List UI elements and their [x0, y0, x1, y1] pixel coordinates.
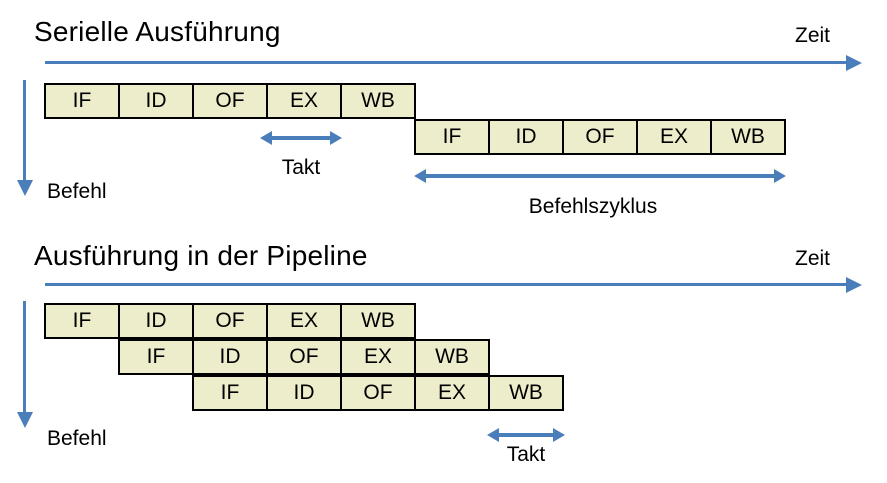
time-axis-arrow-pipeline [45, 283, 846, 286]
stage-cell: EX [266, 303, 342, 339]
clock-span-arrow-serial [271, 136, 331, 140]
stage-cell: EX [414, 375, 490, 411]
clock-period-label-pipeline: Takt [506, 443, 546, 466]
stage-cell: ID [266, 375, 342, 411]
stage-cell: WB [340, 83, 416, 119]
stage-cell: OF [340, 375, 416, 411]
stage-cell: WB [414, 339, 490, 375]
stage-cell: OF [192, 303, 268, 339]
time-axis-label-serial: Zeit [795, 24, 831, 47]
instruction-axis-arrowhead-icon [17, 412, 33, 428]
stage-cell: ID [192, 339, 268, 375]
stage-cell: ID [118, 303, 194, 339]
stage-cell: IF [192, 375, 268, 411]
clock-span-arrow-pipeline [498, 433, 554, 437]
pipeline-instruction-row-3: IF ID OF EX WB [192, 375, 564, 411]
stage-cell: IF [44, 303, 120, 339]
stage-cell: OF [266, 339, 342, 375]
time-axis-arrowhead-icon [846, 277, 862, 293]
stage-cell: IF [118, 339, 194, 375]
cycle-span-arrow [425, 174, 775, 178]
pipeline-instruction-row-1: IF ID OF EX WB [44, 303, 416, 339]
stage-cell: ID [118, 83, 194, 119]
serial-instruction-row-2: IF ID OF EX WB [414, 119, 786, 155]
instruction-axis-label-pipeline: Befehl [47, 427, 107, 450]
pipeline-instruction-row-2: IF ID OF EX WB [118, 339, 490, 375]
stage-cell: EX [636, 119, 712, 155]
time-axis-arrow-serial [45, 61, 846, 64]
stage-cell: EX [340, 339, 416, 375]
instruction-axis-arrow-serial [23, 80, 26, 180]
instruction-axis-arrow-pipeline [23, 301, 26, 412]
instruction-axis-arrowhead-icon [17, 180, 33, 196]
time-axis-arrowhead-icon [846, 55, 862, 71]
stage-cell: EX [266, 83, 342, 119]
stage-cell: WB [488, 375, 564, 411]
clock-span-left-arrowhead-icon [260, 131, 272, 145]
stage-cell: IF [44, 83, 120, 119]
instruction-axis-label-serial: Befehl [47, 180, 107, 203]
stage-cell: IF [414, 119, 490, 155]
serial-instruction-row-1: IF ID OF EX WB [44, 83, 416, 119]
section-title-pipeline: Ausführung in der Pipeline [34, 240, 368, 271]
instruction-cycle-label: Befehlszyklus [528, 195, 658, 218]
stage-cell: WB [710, 119, 786, 155]
clock-span-left-arrowhead-icon [487, 428, 499, 442]
cycle-span-left-arrowhead-icon [414, 169, 426, 183]
time-axis-label-pipeline: Zeit [795, 247, 831, 270]
clock-span-right-arrowhead-icon [553, 428, 565, 442]
stage-cell: OF [562, 119, 638, 155]
stage-cell: WB [340, 303, 416, 339]
stage-cell: OF [192, 83, 268, 119]
clock-period-label-serial: Takt [281, 156, 321, 179]
cycle-span-right-arrowhead-icon [774, 169, 786, 183]
clock-span-right-arrowhead-icon [330, 131, 342, 145]
stage-cell: ID [488, 119, 564, 155]
section-title-serial: Serielle Ausführung [34, 16, 281, 47]
